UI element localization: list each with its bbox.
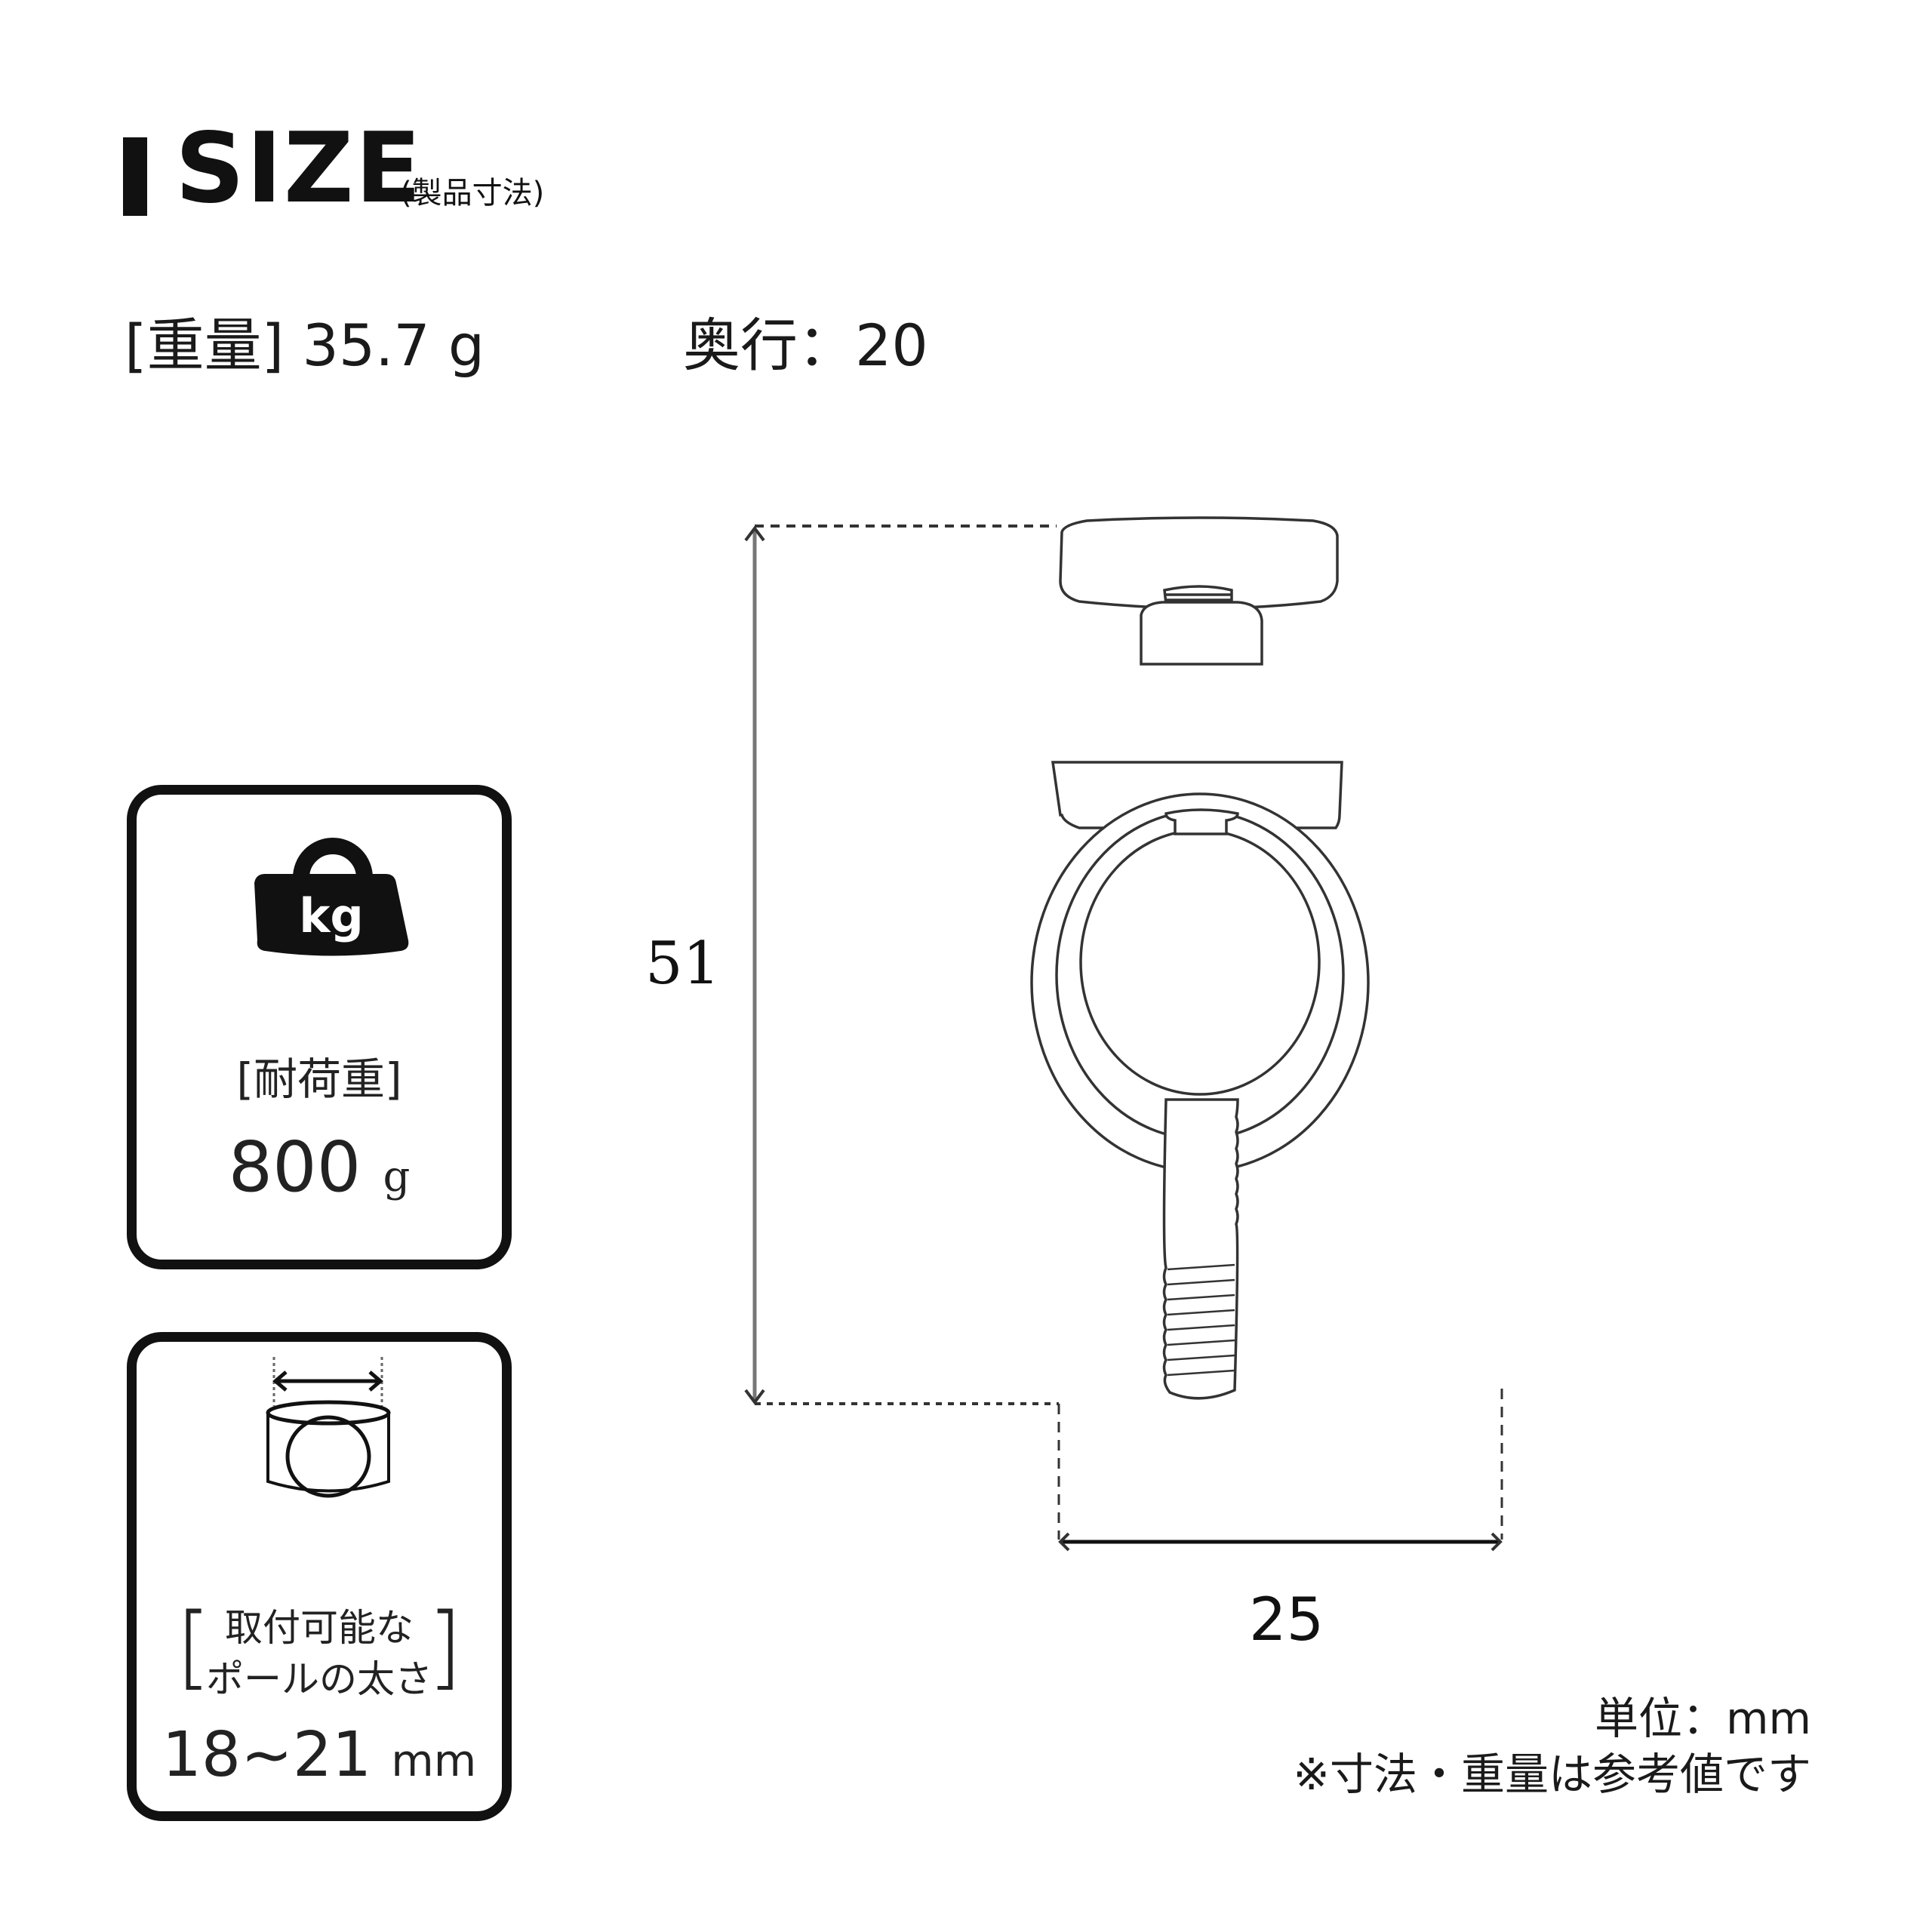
depth-value: 20	[855, 312, 928, 379]
load-value-number: 800	[228, 1127, 361, 1208]
height-dimension-line	[744, 525, 1059, 1405]
load-value-unit: g	[383, 1152, 411, 1201]
page-title: SIZE	[175, 112, 423, 225]
load-capacity-value: 800 g	[137, 1127, 502, 1208]
height-dimension-label: 51	[645, 930, 721, 998]
label-bracket-close: ]	[427, 1595, 463, 1700]
pole-diameter-label: 取付可能な ポールの太さ	[137, 1602, 502, 1705]
pole-diameter-value: 18~21 mm	[137, 1719, 502, 1791]
svg-text:kg: kg	[299, 888, 364, 943]
load-capacity-card: kg [耐荷重] 800 g	[127, 785, 512, 1269]
depth-spec: 奥行：20	[683, 317, 928, 374]
pole-diameter-icon	[266, 1357, 391, 1498]
title-accent-bar	[123, 137, 147, 216]
pole-value-number: 18~21	[162, 1719, 372, 1791]
weight-label: [重量]	[125, 312, 285, 379]
knob-shape	[1059, 516, 1339, 610]
depth-label: 奥行：	[683, 312, 855, 379]
pole-label-line2: ポールの太さ	[206, 1657, 432, 1701]
slot-shape	[1164, 808, 1239, 835]
disclaimer-note: ※寸法・重量は参考値です	[1293, 1749, 1811, 1800]
load-capacity-label: [耐荷重]	[236, 1054, 402, 1105]
label-bracket-open: [	[176, 1595, 211, 1700]
pole-value-unit: mm	[391, 1735, 477, 1786]
weight-value: 35.7 g	[302, 312, 485, 379]
unit-note: 単位：mm	[1595, 1693, 1811, 1744]
page-subtitle: (製品寸法)	[400, 176, 545, 211]
neck-shape	[1140, 601, 1263, 666]
inner-ring	[1079, 829, 1321, 1096]
clamp-product-outline	[1030, 516, 1370, 1400]
width-dimension-line	[1057, 1389, 1503, 1552]
pole-label-line1: 取付可能な	[225, 1606, 414, 1650]
weight-kg-icon: kg	[254, 838, 409, 956]
lower-thread-shape	[1162, 1098, 1239, 1400]
weight-spec: [重量] 35.7 g	[125, 317, 485, 374]
width-dimension-label: 25	[1249, 1586, 1324, 1654]
pole-diameter-card: [ ] 取付可能な ポールの太さ 18~21 mm	[127, 1332, 512, 1821]
